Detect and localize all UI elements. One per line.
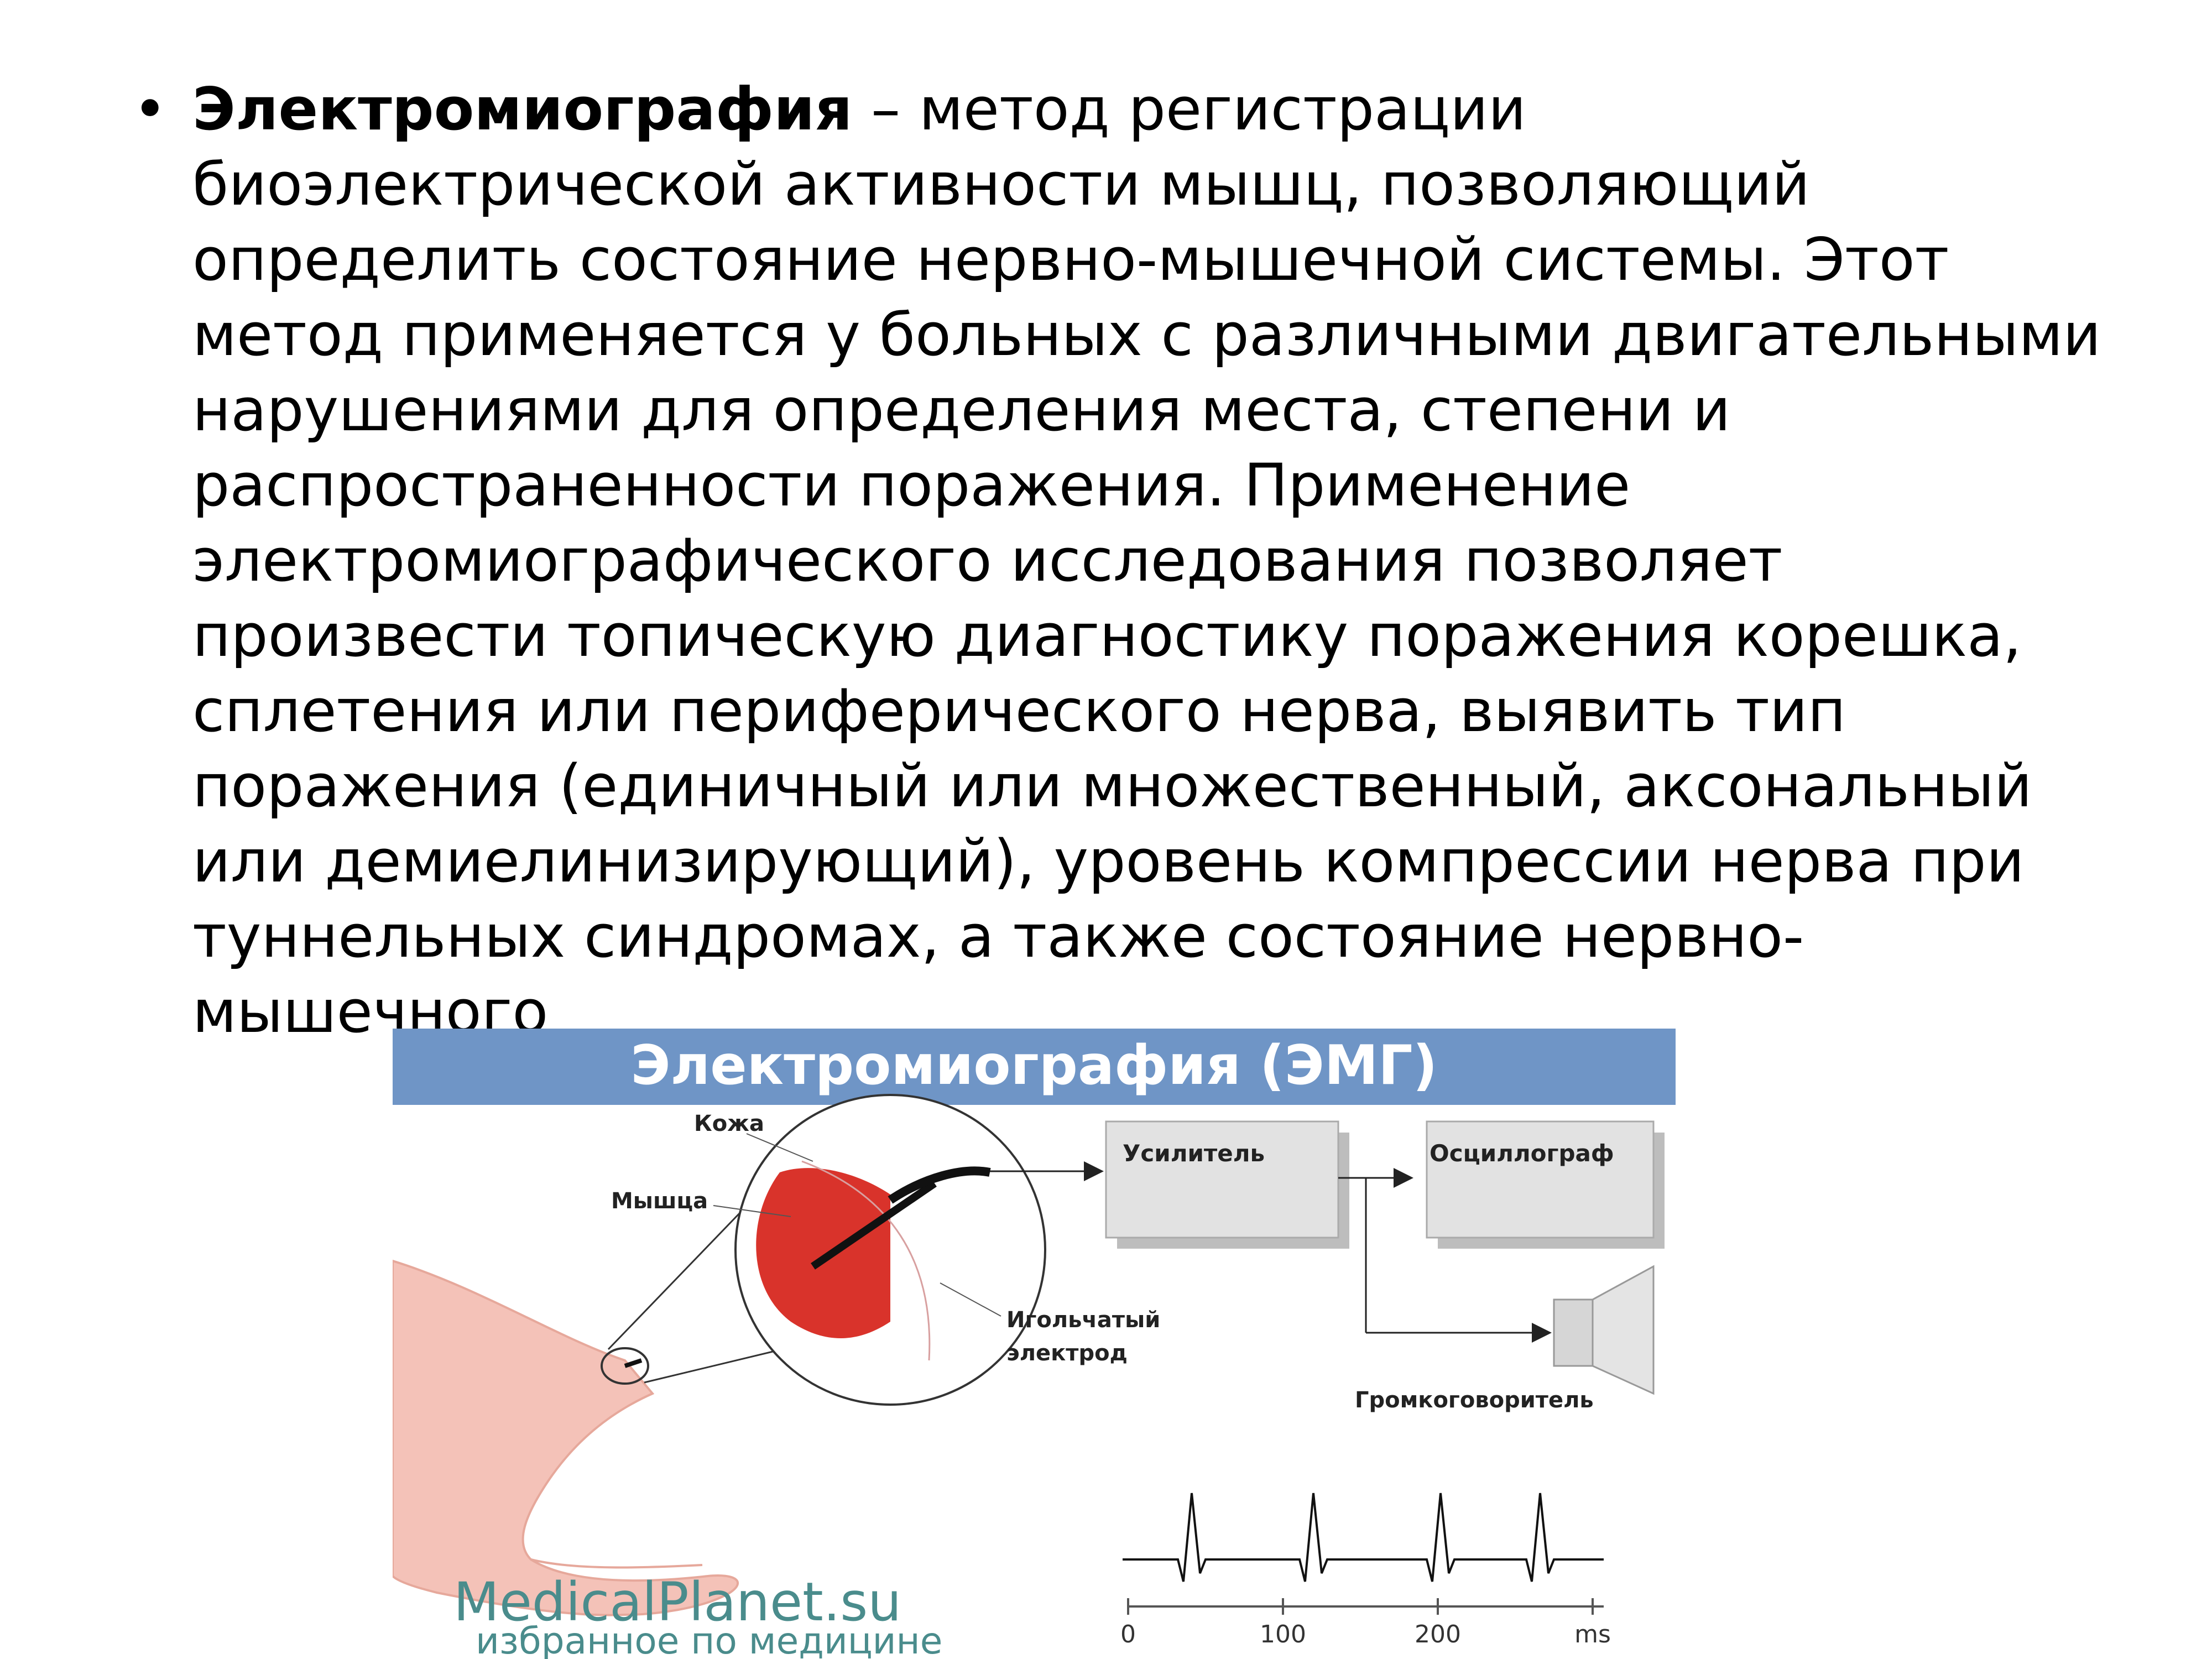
- label-electrode-1: Игольчатый: [1006, 1307, 1160, 1333]
- axis-unit: ms: [1574, 1620, 1611, 1648]
- label-electrode-2: электрод: [1006, 1340, 1128, 1366]
- definition-term: Электромиография: [192, 75, 853, 143]
- label-oscillograph: Осциллограф: [1430, 1140, 1614, 1167]
- muscle-tissue: [756, 1168, 890, 1338]
- amplifier-box: Усилитель: [1105, 1120, 1349, 1249]
- zoom-circle-small: [601, 1347, 649, 1385]
- watermark-tagline: избранное по медицине: [476, 1620, 942, 1659]
- skin-layer: [801, 1160, 931, 1361]
- label-muscle: Мышца: [611, 1188, 708, 1214]
- definition-paragraph: Электромиография – метод регистрации био…: [133, 72, 2101, 1050]
- bullet-marker: •: [133, 75, 168, 143]
- axis-tick-0: 0: [1120, 1620, 1136, 1648]
- definition-body: – метод регистрации биоэлектрической акт…: [192, 75, 2101, 1046]
- needle-mark: [624, 1358, 643, 1368]
- emg-diagram: Электромиография (ЭМГ) Кожа Мышца Игольч…: [393, 1029, 1676, 1659]
- watermark-site: MedicalPlanet.su: [453, 1571, 901, 1633]
- label-skin: Кожа: [694, 1111, 764, 1136]
- axis-tick-200: 200: [1415, 1620, 1461, 1648]
- label-speaker: Громкоговоритель: [1355, 1387, 1594, 1413]
- figure-title-bar: [393, 1029, 1676, 1105]
- arm-illustration: [393, 1259, 739, 1616]
- oscillograph-box: Осциллограф: [1426, 1120, 1665, 1249]
- axis-tick-100: 100: [1260, 1620, 1306, 1648]
- zoom-line-top: [607, 1193, 759, 1350]
- loudspeaker-icon: [1553, 1265, 1655, 1395]
- needle-electrode-icon: [811, 1180, 937, 1270]
- emg-spike-trace: [1123, 1493, 1604, 1615]
- label-amplifier: Усилитель: [1123, 1140, 1265, 1167]
- figure-title: Электромиография (ЭМГ): [631, 1034, 1438, 1097]
- zoom-circle: [734, 1094, 1046, 1406]
